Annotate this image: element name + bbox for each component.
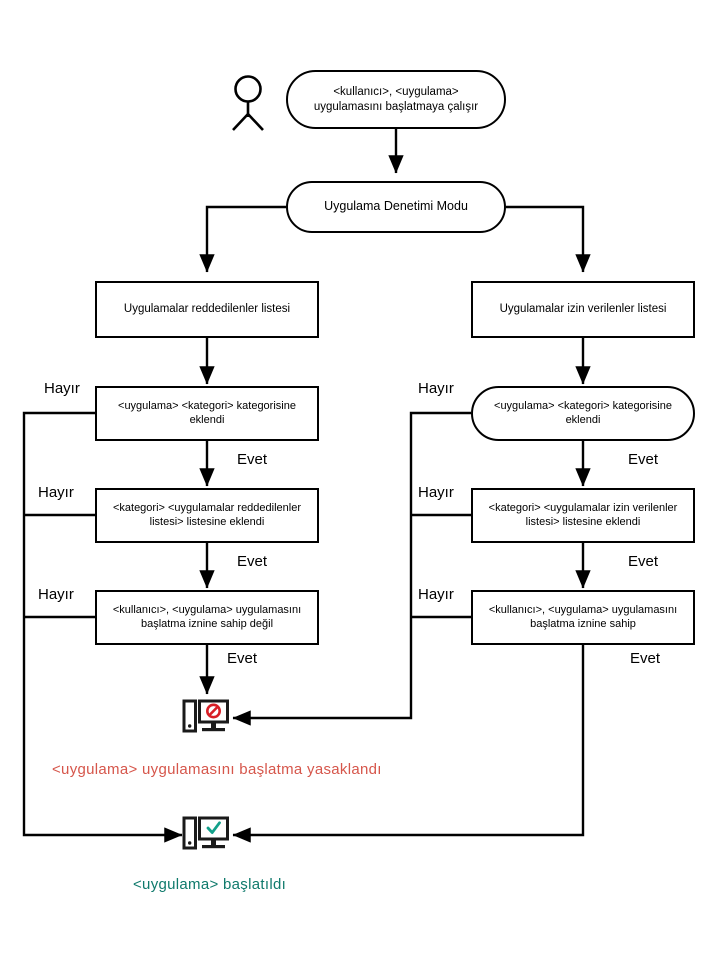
node-denied-list[interactable]: Uygulamalar reddedilenler listesi [95, 281, 319, 338]
node-control-mode-label: Uygulama Denetimi Modu [324, 199, 468, 214]
outcome-denied-text: <uygulama> uygulamasını başlatma yasakla… [52, 761, 382, 778]
node-allowed-list-label: Uygulamalar izin verilenler listesi [499, 303, 667, 316]
branch-label-right-yes-2: Evet [628, 553, 659, 570]
edge-mode-to-denied-list [199, 205, 286, 273]
node-right-category[interactable]: <uygulama> <kategori> kategorisine eklen… [471, 386, 695, 441]
node-allowed-list[interactable]: Uygulamalar izin verilenler listesi [471, 281, 695, 338]
outcome-allowed-text: <uygulama> başlatıldı [133, 876, 287, 893]
node-start[interactable]: <kullanıcı>, <uygulama> uygulamasını baş… [286, 70, 506, 129]
edge-mode-to-allowed-list [506, 205, 591, 273]
node-right-permission-label: <kullanıcı>, <uygulama> uygulamasını baş… [488, 603, 678, 630]
node-left-category[interactable]: <uygulama> <kategori> kategorisine eklen… [95, 386, 319, 441]
branch-label-right-no-1: Hayır [418, 380, 454, 397]
node-right-list-add[interactable]: <kategori> <uygulamalar izin verilenler … [471, 488, 695, 543]
branch-label-left-yes-1: Evet [237, 451, 268, 468]
node-start-label: <kullanıcı>, <uygulama> uygulamasını baş… [313, 86, 479, 113]
node-left-list-add[interactable]: <kategori> <uygulamalar reddedilenler li… [95, 488, 319, 543]
node-right-category-label: <uygulama> <kategori> kategorisine eklen… [494, 399, 672, 426]
node-control-mode[interactable]: Uygulama Denetimi Modu [286, 181, 506, 233]
edge-left-no-rail [22, 411, 183, 843]
edge-right-no-rail [232, 411, 471, 726]
node-denied-list-label: Uygulamalar reddedilenler listesi [123, 303, 291, 316]
node-left-permission-label: <kullanıcı>, <uygulama> uygulamasını baş… [112, 603, 302, 630]
branch-label-right-no-3: Hayır [418, 586, 454, 603]
node-left-permission[interactable]: <kullanıcı>, <uygulama> uygulamasını baş… [95, 590, 319, 645]
computer-blocked-icon [182, 698, 230, 740]
user-icon [222, 72, 274, 132]
computer-allowed-icon [182, 815, 230, 857]
node-left-category-label: <uygulama> <kategori> kategorisine eklen… [118, 399, 296, 426]
branch-label-left-yes-2: Evet [237, 553, 268, 570]
branch-label-right-no-2: Hayır [418, 484, 454, 501]
branch-label-left-yes-3: Evet [227, 650, 258, 667]
branch-label-left-no-1: Hayır [44, 380, 80, 397]
branch-label-right-yes-3: Evet [630, 650, 661, 667]
branch-label-right-yes-1: Evet [628, 451, 659, 468]
node-right-list-add-label: <kategori> <uygulamalar izin verilenler … [488, 501, 678, 528]
node-right-permission[interactable]: <kullanıcı>, <uygulama> uygulamasını baş… [471, 590, 695, 645]
node-left-list-add-label: <kategori> <uygulamalar reddedilenler li… [112, 501, 302, 528]
branch-label-left-no-2: Hayır [38, 484, 74, 501]
branch-label-left-no-3: Hayır [38, 586, 74, 603]
edge-right-yes-to-allowed-icon [232, 645, 585, 843]
